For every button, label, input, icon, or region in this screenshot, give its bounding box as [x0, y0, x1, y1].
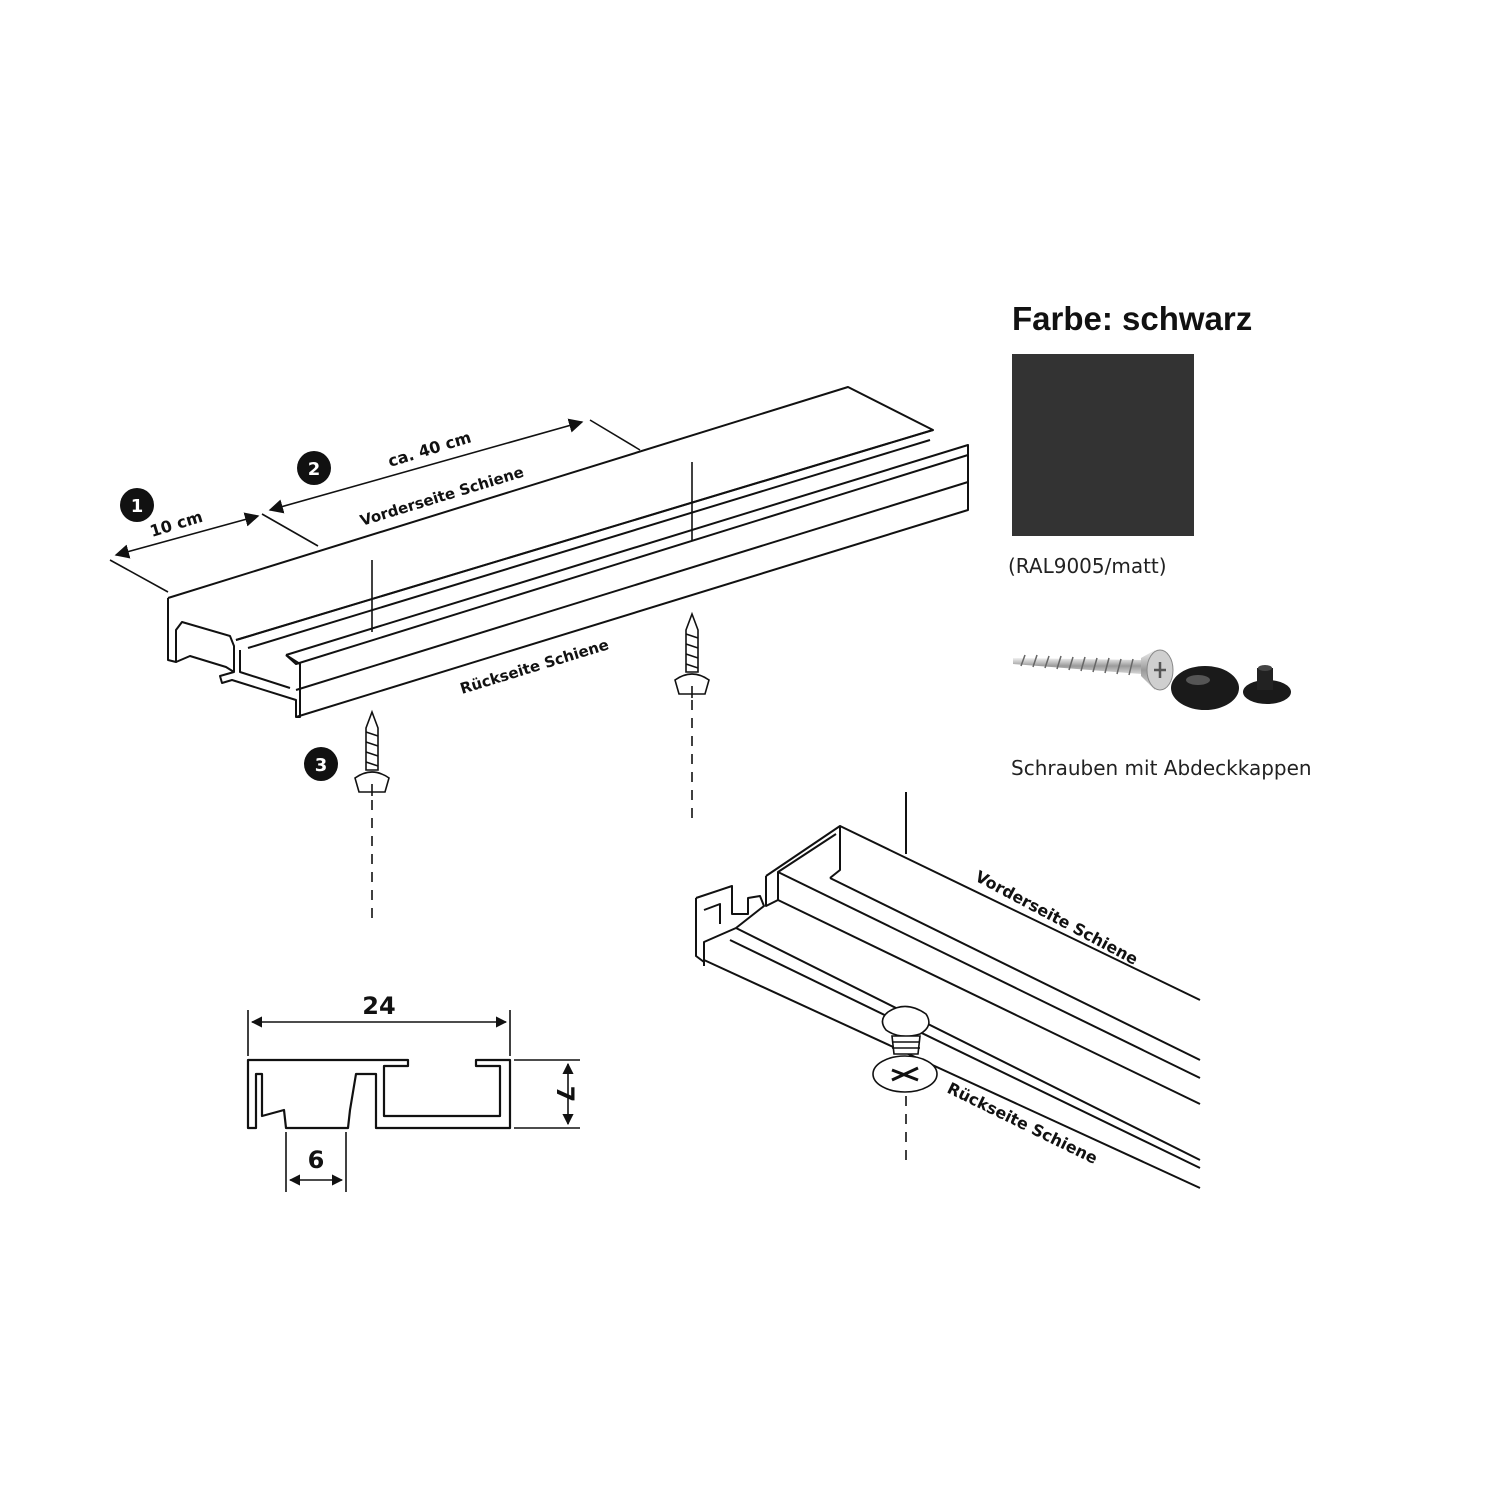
rail-isometric	[167, 386, 969, 718]
svg-text:2: 2	[308, 459, 321, 480]
color-title: Farbe: schwarz	[1012, 300, 1253, 337]
screw-icon	[872, 1005, 938, 1093]
step-badge-2: 2	[297, 451, 331, 485]
color-swatch	[1012, 354, 1194, 536]
dimension-24-label: 24	[362, 992, 395, 1020]
detail-front-rail-label: Vorderseite Schiene	[972, 867, 1141, 969]
color-code-caption: (RAL9005/matt)	[1008, 554, 1167, 578]
front-rail-label: Vorderseite Schiene	[358, 463, 526, 530]
dimension-lines	[109, 418, 641, 593]
svg-text:1: 1	[131, 496, 144, 517]
screw-caption: Schrauben mit Abdeckkappen	[1011, 756, 1312, 780]
detail-back-rail-label: Rückseite Schiene	[944, 1079, 1101, 1168]
mounting-guides	[371, 462, 693, 918]
step-badge-1: 1	[120, 488, 154, 522]
cross-section-profile	[246, 1058, 512, 1130]
step-badge-3: 3	[304, 747, 338, 781]
screw-icon	[674, 611, 710, 698]
rail-detail-view	[695, 792, 1201, 1189]
dimension-10cm-label: 10 cm	[148, 507, 205, 541]
screw-icon	[354, 709, 390, 796]
screw-with-caps-icon	[1013, 649, 1291, 710]
dimension-7-label: 7	[551, 1086, 579, 1103]
cross-section-dimensions	[247, 1010, 580, 1192]
dimension-6-label: 6	[308, 1146, 325, 1174]
back-rail-label: Rückseite Schiene	[458, 635, 611, 697]
svg-text:3: 3	[315, 755, 328, 776]
